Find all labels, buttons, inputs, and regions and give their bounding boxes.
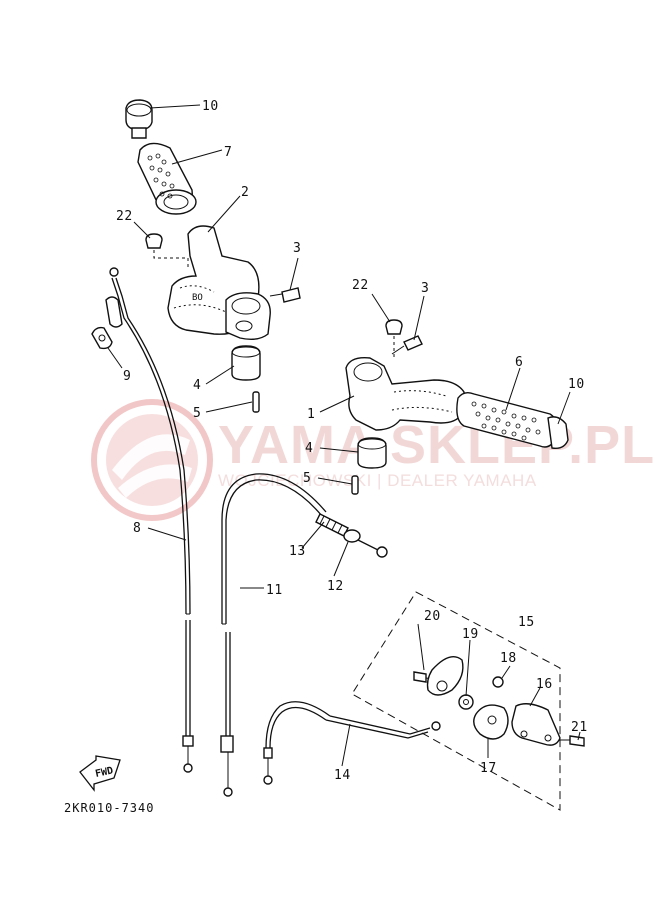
throttle-housing-part: BO [167,225,271,341]
callout-labels: 10 7 2 22 3 9 4 5 22 3 6 10 1 4 5 8 13 1… [116,99,588,783]
callout-9: 9 [123,369,131,384]
watermark-logo-icon [91,399,213,521]
callout-19: 19 [462,627,479,642]
subassembly-15-box [351,591,561,811]
pin-left-part [252,391,260,413]
callout-10-top: 10 [202,99,219,114]
callout-5-right: 5 [303,471,311,486]
callout-3-right: 3 [421,281,429,296]
throttle-cable-11-part [220,473,327,797]
callout-1: 1 [307,407,315,422]
fwd-arrow-icon: FWD [79,755,121,792]
callout-2: 2 [241,185,249,200]
callout-16: 16 [536,677,553,692]
watermark-sub-text: WOJCIECHOWSKI | DEALER YAMAHA [218,471,537,490]
gear-19-part [458,694,474,710]
collar-left-part [231,345,261,381]
throttle-grip-part [137,142,197,215]
callout-15: 15 [518,615,535,630]
callout-8: 8 [133,521,141,536]
collar-right-part [357,437,387,469]
screw-cap-left-part [145,233,189,270]
callout-21: 21 [571,720,588,735]
bracket-16-part [511,703,561,746]
pulley-17-part [473,704,509,740]
callout-17: 17 [480,761,497,776]
callout-4-left: 4 [193,378,201,393]
screw-cap-right-part [385,319,403,360]
bolt-right-part [391,335,423,355]
callout-5-left: 5 [193,406,201,421]
leader-lines [107,104,581,767]
nut-18-part [492,676,504,688]
bolt-left-part [269,287,301,303]
fwd-label: FWD [94,765,114,780]
callout-4-right: 4 [305,441,313,456]
callout-10-right: 10 [568,377,585,392]
throttle-cable-8-part [105,267,194,773]
throttle-cable-14-part [263,701,441,785]
callout-6: 6 [515,355,523,370]
callout-14: 14 [334,768,351,783]
callout-22-left: 22 [116,209,133,224]
pin-right-part [351,475,359,495]
callout-12: 12 [327,579,344,594]
callout-18: 18 [500,651,517,666]
callout-22-right: 22 [352,278,369,293]
callout-13: 13 [289,544,306,559]
callout-11: 11 [266,583,283,598]
cable-adjuster-13-part [315,513,349,537]
grip-end-cap-right-part [547,416,569,450]
right-housing-part [345,357,465,431]
grip-end-cap-part [125,99,153,139]
bolt-21-part [560,735,585,747]
callout-3-left: 3 [293,241,301,256]
part-code: 2KR010-7340 [64,801,154,815]
watermark-main-text: YAMA SKLEP.PL [218,415,655,475]
lever-19-part [426,656,464,696]
cable-bracket-9-part [91,326,113,350]
callout-7: 7 [224,145,232,160]
watermark: YAMA SKLEP.PL WOJCIECHOWSKI | DEALER YAM… [91,399,655,521]
callout-20: 20 [424,609,441,624]
cable-nut-12-part [343,529,388,558]
svg-text:BO: BO [192,293,203,303]
